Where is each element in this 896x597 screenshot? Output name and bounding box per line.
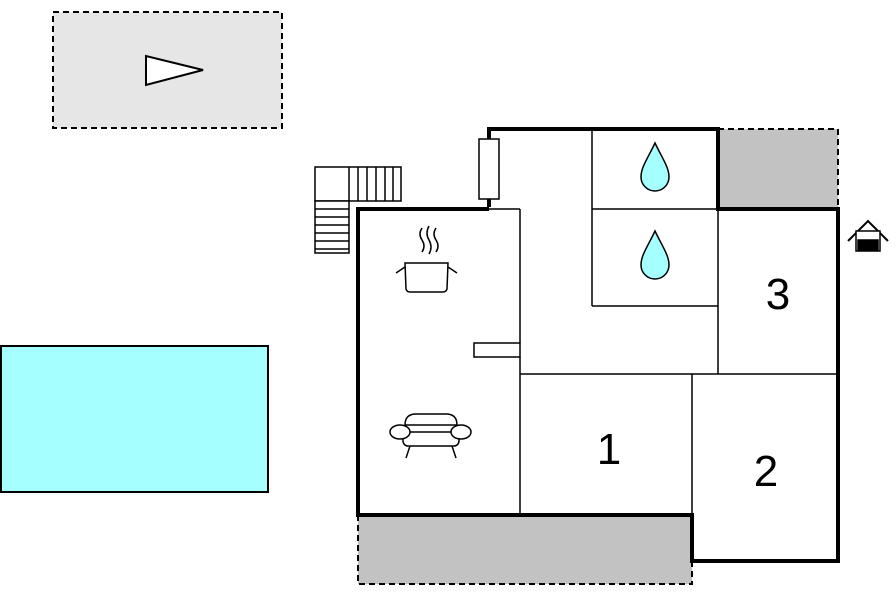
play-triangle-icon — [145, 54, 204, 87]
room-number-1: 1 — [597, 425, 621, 474]
sofa-icon — [389, 413, 472, 459]
room-number-2: 2 — [754, 447, 778, 496]
terrace-area — [52, 11, 283, 129]
water-drop-icon — [640, 141, 670, 192]
house-entrance-icon — [847, 219, 889, 252]
interior-walls — [489, 129, 838, 515]
terrace-bottom — [357, 514, 693, 585]
water-drop-icon — [640, 229, 670, 280]
window-element — [478, 138, 500, 200]
exterior-walls — [356, 127, 840, 563]
stairs-icon — [314, 166, 402, 254]
room-number-3: 3 — [766, 270, 790, 319]
terrace-top-right — [717, 128, 839, 210]
swimming-pool — [0, 345, 269, 493]
cooking-pot-icon — [395, 225, 458, 293]
counter-element — [473, 342, 521, 358]
